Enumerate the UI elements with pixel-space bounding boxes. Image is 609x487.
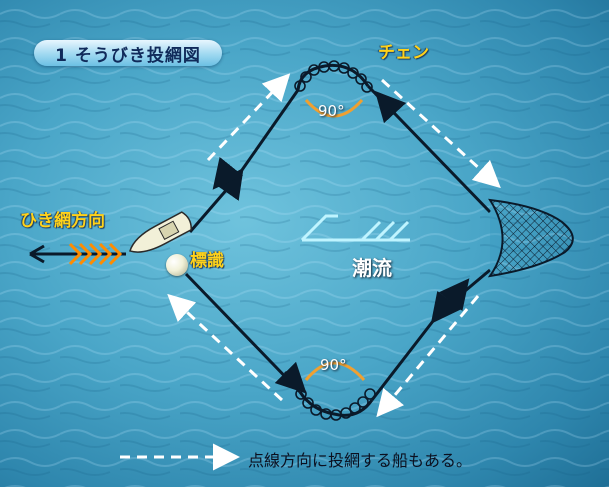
current-label: 潮流 <box>352 252 392 281</box>
rope-upper-left-arrow <box>235 90 298 180</box>
boat <box>125 211 194 260</box>
angle-bottom-label: 90° <box>320 356 347 374</box>
legend-note: 点線方向に投網する船もある。 <box>248 447 472 471</box>
direction-arrow-upper-right <box>385 102 395 113</box>
dashed-arrow-upper-left <box>208 82 282 160</box>
marker-buoy <box>166 254 188 276</box>
rope-upper-left-segment <box>190 180 235 232</box>
rope-lower-right-arrow <box>372 312 440 400</box>
direction-arrow-upper-left <box>222 168 230 178</box>
haul-direction-arrow <box>30 244 126 264</box>
diagram-title: 1 そうびき投網図 <box>34 40 222 66</box>
haul-direction-label: ひき網方向 <box>20 206 105 231</box>
angle-top-label: 90° <box>318 102 345 120</box>
current-symbol <box>302 216 410 240</box>
chain-label: チェン <box>378 38 429 63</box>
net-bag <box>490 200 573 276</box>
dashed-arrow-lower-right <box>384 296 478 408</box>
rope-lower-left-segment <box>186 274 300 392</box>
rope-lower-right-segment <box>440 270 490 312</box>
dashed-arrow-upper-right <box>382 80 492 180</box>
marker-label: 標識 <box>190 246 224 271</box>
